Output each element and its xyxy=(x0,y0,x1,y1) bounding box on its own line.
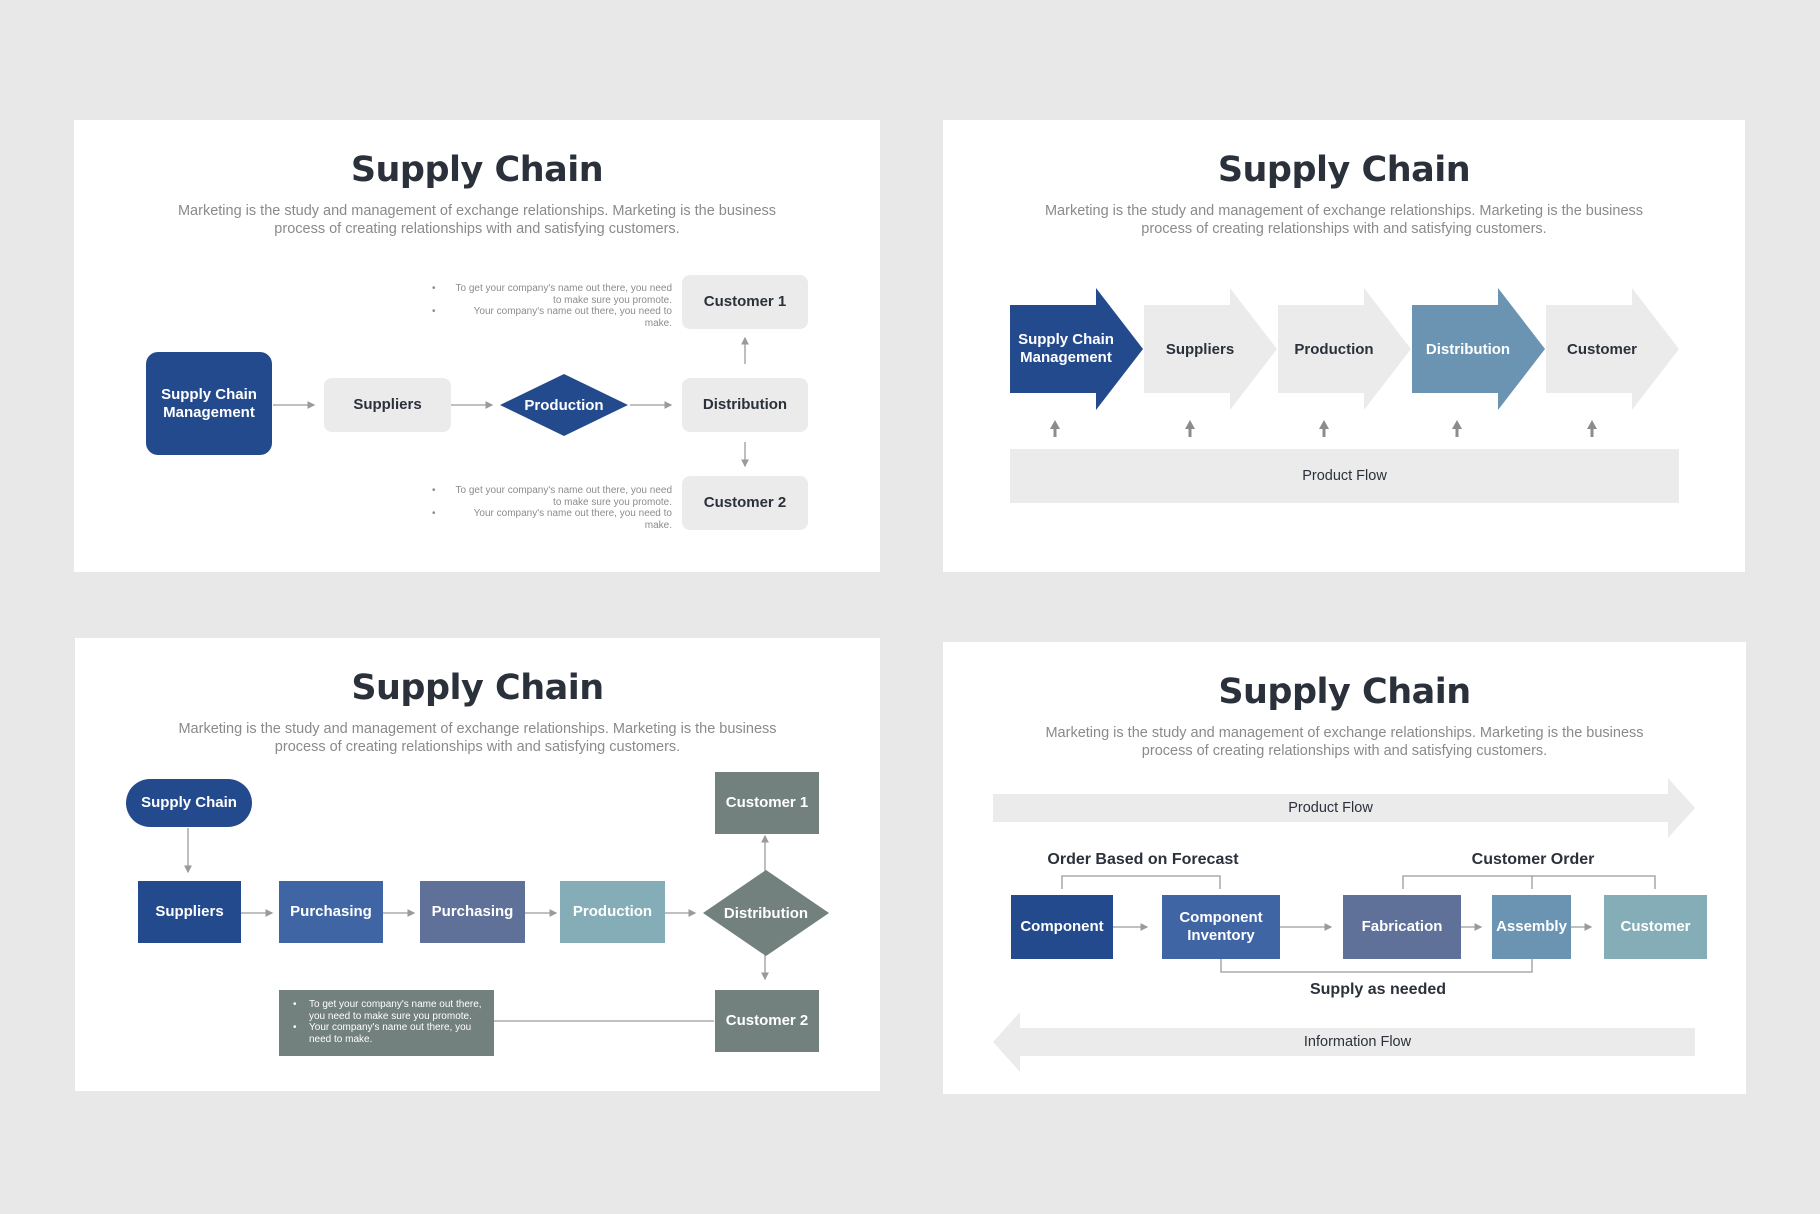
fabrication-box: Fabrication xyxy=(1343,895,1461,959)
bracket-supply-needed xyxy=(1220,958,1533,973)
connector-lines xyxy=(184,828,829,1022)
slide-subtitle: Marketing is the study and management of… xyxy=(177,203,777,237)
supply-chain-pill: Supply Chain xyxy=(126,779,252,827)
chevron-production xyxy=(1278,288,1411,410)
supply-as-needed-label: Supply as needed xyxy=(1309,981,1447,998)
customer2-box: Customer 2 xyxy=(682,476,808,530)
chevron-distribution xyxy=(1412,288,1545,410)
note-item: To get your company's name out there, yo… xyxy=(432,283,672,306)
note-item: Your company's name out there, you need … xyxy=(293,1022,484,1045)
scm-box: Supply Chain Management xyxy=(146,352,272,455)
chevron-label-customer: Customer xyxy=(1566,340,1637,358)
component-box: Component xyxy=(1011,895,1113,959)
distribution-diamond xyxy=(703,870,829,956)
distribution-label: Distribution xyxy=(723,904,809,922)
suppliers-box: Suppliers xyxy=(138,881,241,943)
notes-bottom: To get your company's name out there, yo… xyxy=(432,485,672,531)
slide-flowchart-1: Supply Chain Marketing is the study and … xyxy=(74,120,880,572)
product-flow-arrow xyxy=(993,778,1695,838)
notes-top: To get your company's name out there, yo… xyxy=(432,283,672,329)
connector-lines xyxy=(273,336,749,468)
slide-title: Supply Chain xyxy=(1218,672,1471,712)
slide-product-information-flow: Supply Chain Marketing is the study and … xyxy=(943,642,1746,1094)
notes-list: To get your company's name out there, yo… xyxy=(293,999,484,1045)
slide-flowchart-2: Supply Chain Marketing is the study and … xyxy=(75,638,880,1091)
chevron-shapes xyxy=(1010,288,1679,437)
production-box: Production xyxy=(560,881,665,943)
chevron-label-distribution: Distribution xyxy=(1425,340,1511,358)
chevron-label-production: Production xyxy=(1294,340,1374,358)
notes-box: To get your company's name out there, yo… xyxy=(279,990,494,1056)
chevron-customer xyxy=(1546,288,1679,410)
chevron-label-suppliers: Suppliers xyxy=(1165,340,1235,358)
note-item: To get your company's name out there, yo… xyxy=(432,485,672,508)
information-flow-label: Information Flow xyxy=(1303,1034,1412,1050)
assembly-box: Assembly xyxy=(1492,895,1571,959)
customer-box: Customer xyxy=(1604,895,1707,959)
up-arrows xyxy=(1050,420,1597,437)
product-flow-bar: Product Flow xyxy=(1010,449,1679,503)
product-flow-label: Product Flow xyxy=(1288,800,1373,816)
purchasing-box-2: Purchasing xyxy=(420,881,525,943)
customer1-box: Customer 1 xyxy=(715,772,819,834)
suppliers-box: Suppliers xyxy=(324,378,451,432)
flow-shapes xyxy=(993,778,1695,1072)
slide-subtitle: Marketing is the study and management of… xyxy=(178,721,777,755)
slide-title: Supply Chain xyxy=(1217,150,1471,190)
chevron-scm xyxy=(1010,288,1143,410)
customer-order-label: Customer Order xyxy=(1471,851,1595,868)
note-item: Your company's name out there, you need … xyxy=(432,306,672,329)
customer1-box: Customer 1 xyxy=(682,275,808,329)
production-diamond xyxy=(500,374,628,436)
chevron-label-scm: Supply Chain Management xyxy=(1018,331,1114,366)
production-label: Production xyxy=(524,396,604,414)
note-item: Your company's name out there, you need … xyxy=(432,508,672,531)
bracket-customer-order xyxy=(1402,875,1656,889)
component-inventory-box: Component Inventory xyxy=(1162,895,1280,959)
slide-title: Supply Chain xyxy=(351,668,604,708)
slide-subtitle: Marketing is the study and management of… xyxy=(1045,725,1644,759)
purchasing-box-1: Purchasing xyxy=(279,881,383,943)
slide-title: Supply Chain xyxy=(350,150,604,190)
bracket-forecast xyxy=(1061,875,1221,889)
distribution-box: Distribution xyxy=(682,378,808,432)
slide-chevron-flow: Supply Chain Marketing is the study and … xyxy=(943,120,1745,572)
customer2-box: Customer 2 xyxy=(715,990,819,1052)
note-item: To get your company's name out there, yo… xyxy=(293,999,484,1022)
slide-subtitle: Marketing is the study and management of… xyxy=(1044,203,1644,237)
information-flow-arrow xyxy=(993,1012,1695,1072)
chevron-suppliers xyxy=(1144,288,1277,410)
order-forecast-label: Order Based on Forecast xyxy=(1047,851,1239,868)
